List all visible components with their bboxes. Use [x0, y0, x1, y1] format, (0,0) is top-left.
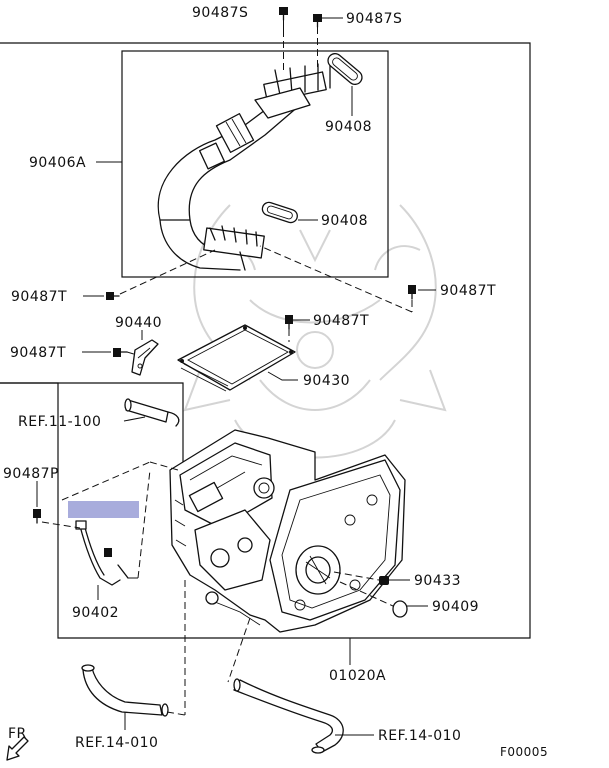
- bolt-90487t-right: [408, 285, 416, 300]
- plug-90433: [379, 576, 389, 585]
- label-bolt-90487p: 90487P: [3, 466, 59, 482]
- ground-strap-90402: [75, 520, 129, 586]
- transmission-assembly: [169, 429, 406, 633]
- ref-hose-upper: [124, 398, 180, 427]
- hose-lower-left: [81, 664, 169, 717]
- wiring-harness: [157, 61, 331, 271]
- label-bolt-90487s-right: 90487S: [346, 11, 402, 27]
- label-ground-strap: 90402: [72, 605, 119, 621]
- label-assembly: 01020A: [329, 668, 386, 684]
- label-bolt-90487s-left: 90487S: [192, 5, 248, 21]
- bolt-90487t-bracket: [113, 348, 128, 357]
- label-ref-lower-left: REF.14-010: [75, 735, 158, 751]
- bolt-90487p: [33, 509, 41, 524]
- label-bolt-90487t-left: 90487T: [11, 289, 67, 305]
- harness-inset-box: [121, 50, 389, 278]
- label-gasket-lower: 90408: [321, 213, 368, 229]
- leader-lines: [36, 17, 436, 736]
- label-gasket-upper: 90408: [325, 119, 372, 135]
- o-ring-90409: [392, 600, 408, 618]
- label-direction: FR: [8, 726, 27, 742]
- bolt-90487t-cover: [285, 315, 293, 330]
- arrow-down-left-icon: [6, 736, 29, 761]
- inner-step-line: [0, 382, 184, 463]
- label-cover-plate: 90430: [303, 373, 350, 389]
- gasket-lower: [261, 201, 298, 224]
- label-bolt-90487t-right: 90487T: [440, 283, 496, 299]
- gasket-upper: [327, 52, 363, 86]
- bolt-90487s-left: [279, 7, 288, 21]
- cover-plate-90430: [177, 324, 296, 392]
- label-harness: 90406A: [29, 155, 86, 171]
- label-o-ring: 90409: [432, 599, 479, 615]
- bolt-90487s-right: [313, 14, 322, 28]
- hose-lower-right: [233, 678, 344, 754]
- label-plug: 90433: [414, 573, 461, 589]
- label-bolt-90487t-bracket: 90487T: [10, 345, 66, 361]
- label-bracket: 90440: [115, 315, 162, 331]
- label-ref-lower-right: REF.14-010: [378, 728, 461, 744]
- highlight-box: [68, 501, 139, 518]
- bracket-90440: [131, 339, 159, 376]
- bolt-90487t-left: [106, 292, 120, 300]
- label-bolt-90487t-cover: 90487T: [313, 313, 369, 329]
- label-ref-upper: REF.11-100: [18, 414, 101, 430]
- figure-code: F00005: [500, 745, 548, 759]
